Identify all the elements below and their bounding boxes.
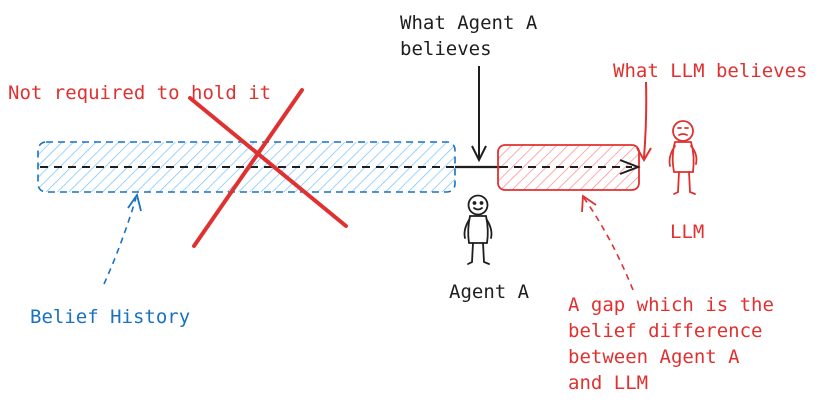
agent-a-figure-icon bbox=[463, 194, 493, 265]
cross-stroke-a bbox=[188, 96, 348, 228]
gap-arrow bbox=[583, 197, 634, 291]
llm-belief-label: What LLM believes bbox=[613, 60, 808, 82]
llm-figure-icon bbox=[668, 120, 698, 195]
llm-label: LLM bbox=[670, 221, 705, 243]
gap-arrowhead bbox=[581, 194, 597, 213]
cross-stroke-b bbox=[192, 88, 304, 248]
belief-history-arrowhead bbox=[127, 192, 142, 212]
agent-a-label: Agent A bbox=[449, 281, 530, 303]
timeline-arrowhead bbox=[619, 159, 641, 175]
agent-a-belief-arrowhead bbox=[471, 145, 487, 163]
belief-history-label: Belief History bbox=[30, 306, 191, 328]
not-required-label: Not required to hold it bbox=[8, 82, 272, 104]
belief-history-arrow bbox=[103, 197, 137, 285]
llm-belief-arrowhead bbox=[636, 147, 652, 162]
gap-label: A gap which is the belief difference bet… bbox=[568, 294, 774, 394]
agent-a-belief-label: What Agent A believes bbox=[400, 12, 538, 60]
llm-belief-arrow bbox=[643, 81, 648, 159]
